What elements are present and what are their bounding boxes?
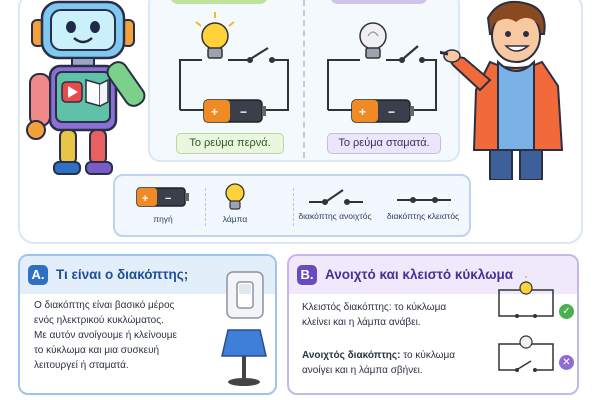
- switch-open-icon: [309, 189, 363, 205]
- closed-switch-description: Κλειστός διακόπτης: το κύκλωμα κλείνει κ…: [302, 300, 492, 330]
- mini-closed-circuit: [498, 276, 554, 318]
- mini-open-circuit: [498, 335, 554, 372]
- card-b-badge: B.: [297, 265, 317, 285]
- closed-circuit-diagram: + −: [179, 12, 289, 123]
- caption-current-flows: Το ρεύμα περνά.: [176, 133, 284, 154]
- open-switch-text-2: ανοίγει και η λάμπα σβήνει.: [302, 365, 423, 376]
- battery-icon: + −: [203, 99, 266, 123]
- card-a-line: Με αυτόν ανοίγουμε ή κλείνουμε: [34, 330, 177, 341]
- card-a-line: Ο διακόπτης είναι βασικό μέρος: [34, 300, 175, 311]
- legend-source: + − πηγή: [123, 176, 203, 236]
- legend-switch-closed-label: διακόπτης κλειστός: [386, 211, 460, 221]
- open-switch-term: Ανοιχτός διακόπτης:: [302, 350, 401, 361]
- svg-text:−: −: [165, 193, 171, 205]
- card-a-badge: A.: [28, 265, 48, 285]
- card-open-closed-circuit: B. Ανοιχτό και κλειστό κύκλωμα Κλειστός …: [287, 254, 579, 395]
- cross-icon: ✕: [559, 355, 574, 370]
- legend-switch-closed: διακόπτης κλειστός: [383, 176, 463, 236]
- legend-switch-open: διακόπτης ανοιχτός: [295, 176, 375, 236]
- bulb-on-icon: [225, 183, 245, 210]
- robot-character: [26, 0, 184, 175]
- boy-character: [440, 0, 564, 180]
- legend-separator: [293, 188, 294, 226]
- card-b-title: Ανοιχτό και κλειστό κύκλωμα: [325, 267, 514, 282]
- card-what-is-switch: A. Τι είναι ο διακόπτης; Ο διακόπτης είν…: [18, 254, 277, 395]
- legend-source-label: πηγή: [153, 214, 173, 224]
- legend-lamp: λάμπα: [195, 176, 275, 236]
- open-switch-description: Ανοιχτός διακόπτης: το κύκλωμα ανοίγει κ…: [302, 348, 492, 378]
- legend-switch-open-label: διακόπτης ανοιχτός: [298, 211, 372, 221]
- open-circuit-tab: [330, 0, 428, 4]
- svg-text:+: +: [211, 105, 218, 119]
- svg-text:−: −: [388, 105, 395, 119]
- card-a-title: Τι είναι ο διακόπτης;: [56, 267, 189, 282]
- caption-current-stops: Το ρεύμα σταματά.: [327, 133, 441, 154]
- legend-separator: [205, 188, 206, 226]
- svg-text:−: −: [240, 105, 247, 119]
- closed-switch-text-2: κλείνει και η λάμπα ανάβει.: [302, 317, 421, 328]
- closed-switch-term: Κλειστός διακόπτης:: [302, 302, 392, 313]
- closed-switch-text: το κύκλωμα: [391, 302, 447, 313]
- svg-text:+: +: [142, 193, 148, 205]
- card-a-line: λειτουργεί ή σταματά.: [34, 360, 129, 371]
- card-a-line: το κύκλωμα και μια συσκευή: [34, 345, 160, 356]
- circuit-divider: [303, 0, 305, 158]
- open-circuit-diagram: + −: [327, 22, 437, 123]
- battery-icon: + −: [351, 99, 414, 123]
- symbols-legend: + − πηγή λάμπα διακόπτης ανοιχτός διακόπ…: [113, 174, 471, 237]
- bulb-on-icon: [195, 12, 235, 59]
- table-lamp-icon: [221, 329, 267, 386]
- battery-icon: + −: [136, 187, 189, 207]
- open-switch-text: το κύκλωμα: [400, 350, 456, 361]
- switch-closed-icon: [397, 197, 451, 203]
- svg-text:+: +: [359, 105, 366, 119]
- check-icon: ✓: [559, 304, 574, 319]
- legend-lamp-label: λάμπα: [222, 214, 248, 224]
- card-a-line: ενός ηλεκτρικού κυκλώματος.: [34, 315, 164, 326]
- card-a-text: Ο διακόπτης είναι βασικό μέρος ενός ηλεκ…: [34, 298, 214, 373]
- closed-circuit-tab: [170, 0, 268, 4]
- bulb-off-icon: [359, 22, 387, 59]
- wall-switch-icon: [226, 271, 264, 319]
